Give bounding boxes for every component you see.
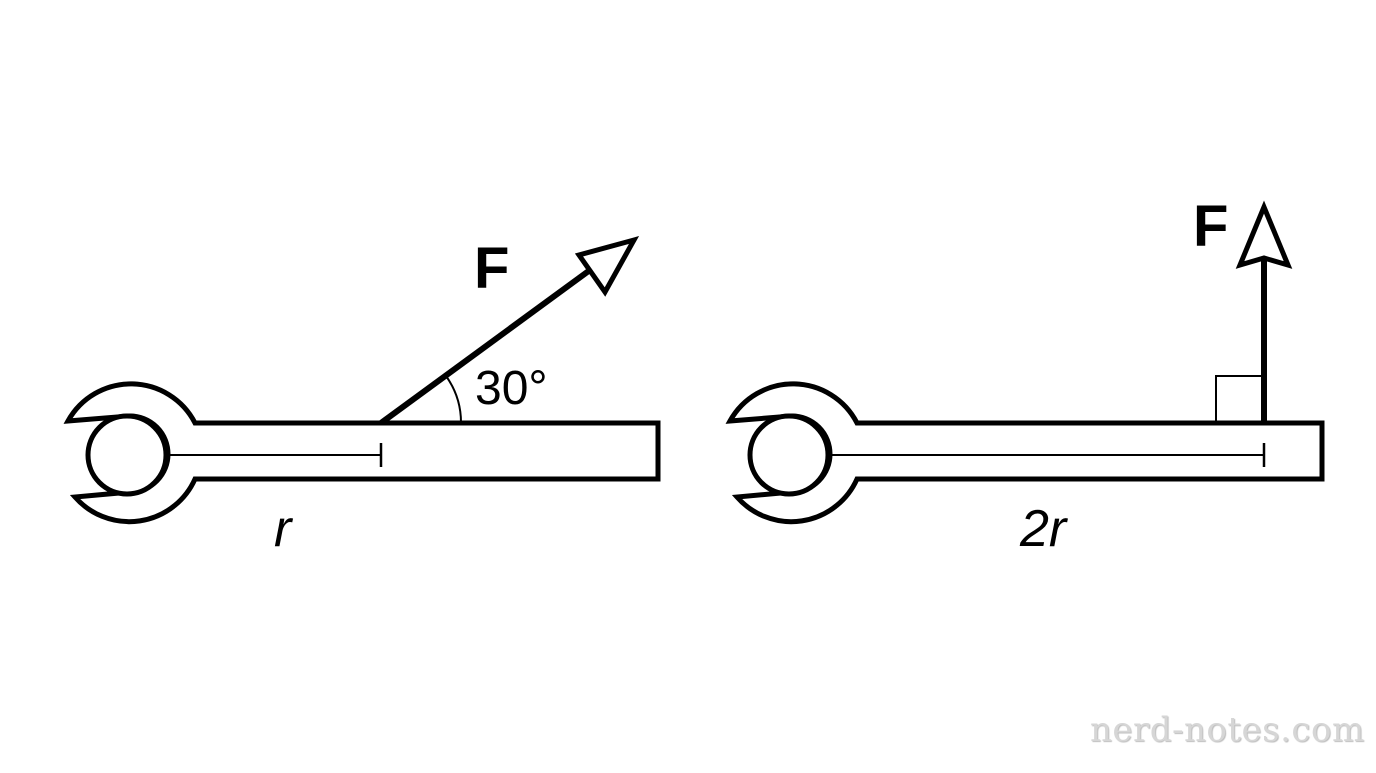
right-lever-arm: [828, 443, 1266, 467]
left-lever-label: r: [274, 500, 294, 558]
left-force-label: F: [474, 236, 509, 301]
right-lever-label: 2r: [1019, 500, 1069, 558]
left-lever-arm: [166, 443, 383, 467]
left-socket-circle: [85, 413, 169, 497]
left-angle-label: 30°: [475, 362, 548, 415]
right-angle-marker: [1215, 375, 1265, 424]
right-arrowhead-icon: [1235, 200, 1293, 269]
left-force-arrow: [379, 236, 640, 426]
left-arrowhead-icon: [574, 236, 640, 297]
right-force-arrow: [1235, 200, 1293, 423]
watermark: nerd-notes.com: [1090, 710, 1365, 750]
left-angle-arc: [445, 375, 463, 424]
right-socket-circle: [747, 413, 831, 497]
right-force-label: F: [1193, 194, 1228, 259]
left-wrench: [63, 381, 661, 525]
